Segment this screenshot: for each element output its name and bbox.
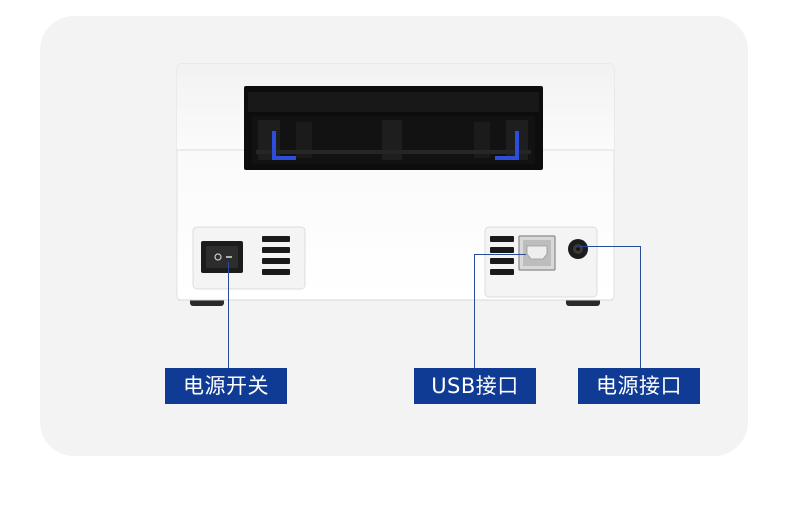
paper-guide-left	[272, 131, 296, 160]
leader-line-power-port-vertical	[640, 246, 641, 368]
leader-line-power-switch	[228, 262, 229, 368]
paper-guide-right	[495, 131, 519, 160]
power-switch	[201, 241, 243, 273]
paper-feed-slot	[244, 86, 543, 170]
vent-grille-right	[490, 236, 514, 275]
leader-line-power-port-horizontal	[580, 246, 640, 247]
power-port-label: 电源接口	[578, 368, 700, 404]
usb-port	[518, 235, 556, 271]
vent-grille-left	[262, 236, 290, 275]
power-port	[568, 239, 588, 259]
leader-line-usb-vertical	[474, 254, 475, 368]
usb-port-label: USB接口	[414, 368, 536, 404]
power-switch-label: 电源开关	[165, 368, 287, 404]
leader-line-usb-horizontal	[474, 254, 526, 255]
